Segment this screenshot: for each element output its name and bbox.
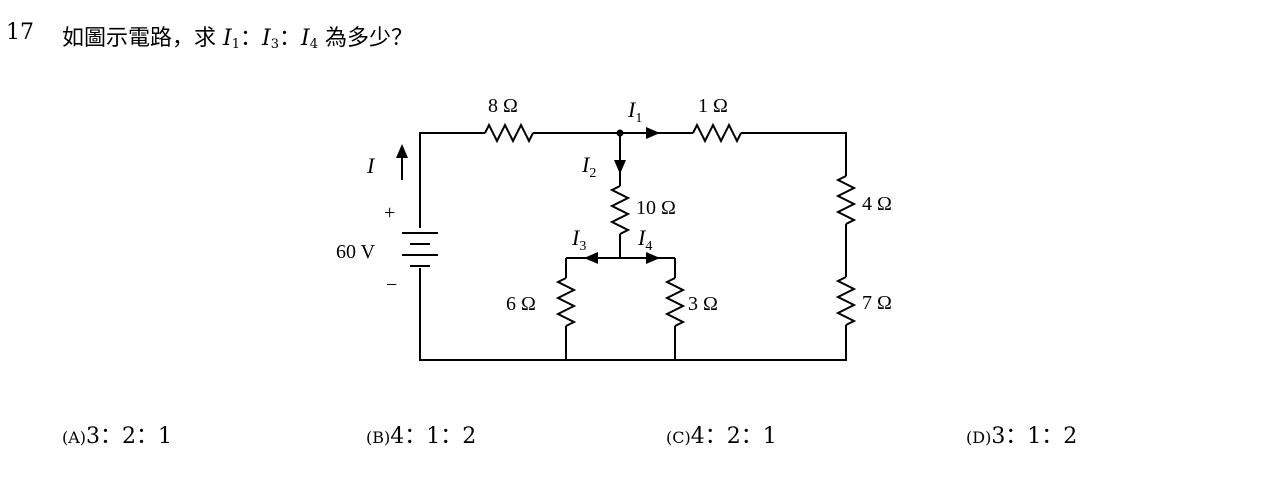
option-a-letter: (A) — [62, 428, 87, 447]
option-c[interactable]: (C)4：2：1 — [666, 418, 777, 450]
option-c-text: 4：2：1 — [690, 424, 777, 449]
resistor-10ohm — [609, 185, 631, 235]
wire-bottom — [419, 268, 847, 361]
question-text-before: 如圖示電路，求 — [62, 26, 223, 51]
label-8ohm: 8 Ω — [488, 95, 518, 117]
label-current-I2: I2 — [581, 152, 596, 181]
current-I4-arrowhead — [646, 252, 660, 264]
option-b-letter: (B) — [366, 428, 391, 447]
label-1ohm: 1 Ω — [698, 95, 728, 117]
label-10ohm: 10 Ω — [636, 197, 676, 219]
label-current-I: I — [366, 153, 376, 178]
option-b[interactable]: (B)4：1：2 — [366, 418, 476, 450]
label-60v: 60 V — [336, 241, 376, 263]
option-a-text: 3：2：1 — [86, 424, 173, 449]
resistor-8ohm — [484, 122, 534, 144]
question-i1-sub: 1 — [231, 37, 240, 52]
resistor-1ohm — [692, 122, 742, 144]
question-i3-sub: 3 — [270, 37, 279, 52]
question-colon-1: ： — [239, 26, 262, 51]
question-i3-label: I — [262, 26, 271, 51]
wire-left-upper — [419, 132, 485, 228]
current-I2-arrowhead — [614, 160, 626, 174]
question-colon-2: ： — [278, 26, 301, 51]
label-current-I3: I3 — [571, 225, 586, 254]
wire-top-right — [741, 132, 847, 176]
label-current-I4: I4 — [637, 225, 652, 254]
label-current-I1-sub: 1 — [635, 111, 642, 126]
current-I-arrowhead — [396, 144, 408, 158]
label-minus: − — [386, 274, 397, 296]
label-current-I1: I1 — [627, 97, 642, 126]
label-3ohm: 3 Ω — [688, 293, 718, 315]
question-i1-label: I — [223, 26, 232, 51]
label-6ohm: 6 Ω — [506, 293, 536, 315]
junction-node — [616, 129, 624, 137]
label-4ohm: 4 Ω — [862, 193, 892, 215]
current-I3-arrowhead — [584, 252, 598, 264]
option-c-letter: (C) — [666, 428, 691, 447]
option-d-text: 3：1：2 — [991, 424, 1078, 449]
option-d-letter: (D) — [966, 428, 992, 447]
resistor-6ohm — [555, 277, 577, 327]
resistor-7ohm — [835, 276, 857, 326]
label-current-I3-sub: 3 — [579, 239, 586, 254]
question-i4-label: I — [301, 26, 310, 51]
option-d[interactable]: (D)3：1：2 — [966, 418, 1077, 450]
label-current-I2-sub: 2 — [589, 166, 596, 181]
label-7ohm: 7 Ω — [862, 292, 892, 314]
label-current-I4-sub: 4 — [645, 239, 652, 254]
question-text: 如圖示電路，求 I1：I3：I4 為多少？ — [62, 20, 413, 52]
resistor-3ohm — [664, 277, 686, 327]
option-a[interactable]: (A)3：2：1 — [62, 418, 172, 450]
resistor-4ohm — [835, 175, 857, 225]
option-b-text: 4：1：2 — [390, 424, 477, 449]
question-text-after: 為多少？ — [317, 26, 413, 51]
label-plus: + — [384, 202, 395, 224]
question-i4-sub: 4 — [309, 37, 318, 52]
question-number: 17 — [6, 20, 34, 45]
current-I1-arrowhead — [646, 127, 660, 139]
